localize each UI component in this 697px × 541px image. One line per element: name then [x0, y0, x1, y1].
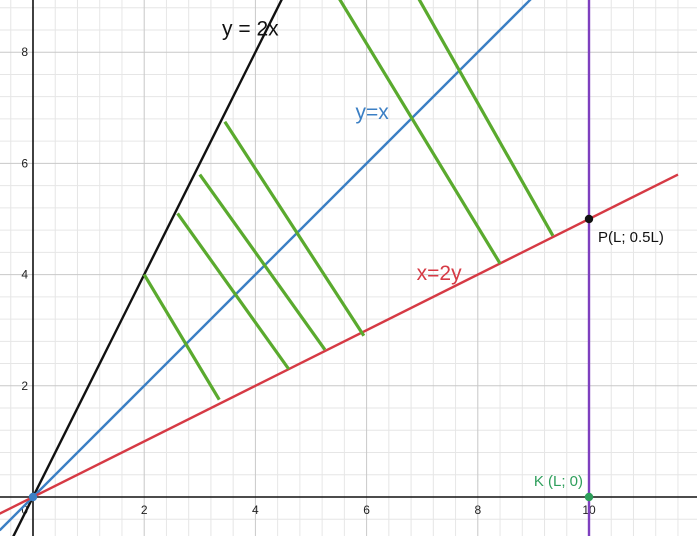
- line-y-equals-2x: [9, 0, 283, 541]
- y-tick-label: 4: [21, 268, 28, 282]
- origin-label: 0: [21, 503, 28, 517]
- hatch-segment: [417, 0, 555, 237]
- point-p: [584, 214, 594, 224]
- point-k-label: K (L; 0): [534, 473, 583, 490]
- points: [28, 214, 594, 502]
- line-y-equals-x-label: y=x: [355, 101, 389, 124]
- hatch-segment: [142, 273, 221, 401]
- x-tick-label: 8: [474, 503, 481, 517]
- line-y-equals-x: [0, 0, 532, 532]
- line-x-equals-2y: [0, 173, 679, 515]
- point-p-label: P(L; 0.5L): [598, 229, 664, 246]
- hatch-segment: [176, 212, 291, 371]
- x-tick-label: 6: [363, 503, 370, 517]
- tick-labels: 2468102468100: [21, 45, 596, 517]
- x-tick-label: 2: [141, 503, 148, 517]
- y-tick-label: 6: [21, 156, 28, 170]
- line-x-equals-2y-label: x=2y: [417, 262, 462, 285]
- point-origin: [28, 492, 38, 502]
- x-tick-label: 4: [252, 503, 259, 517]
- hatch-segment: [338, 0, 502, 265]
- y-tick-label: 2: [21, 379, 28, 393]
- labels: y = 2xy=xx=2yM (0; L)N (0.5L; L)A (L; L)…: [222, 18, 664, 490]
- hatch-segments: [142, 0, 555, 401]
- hatch-segment: [198, 173, 327, 351]
- point-k: [584, 492, 594, 502]
- y-tick-label: 8: [21, 45, 28, 59]
- line-y-equals-2x-label: y = 2x: [222, 18, 279, 41]
- hatch-segment: [223, 120, 366, 337]
